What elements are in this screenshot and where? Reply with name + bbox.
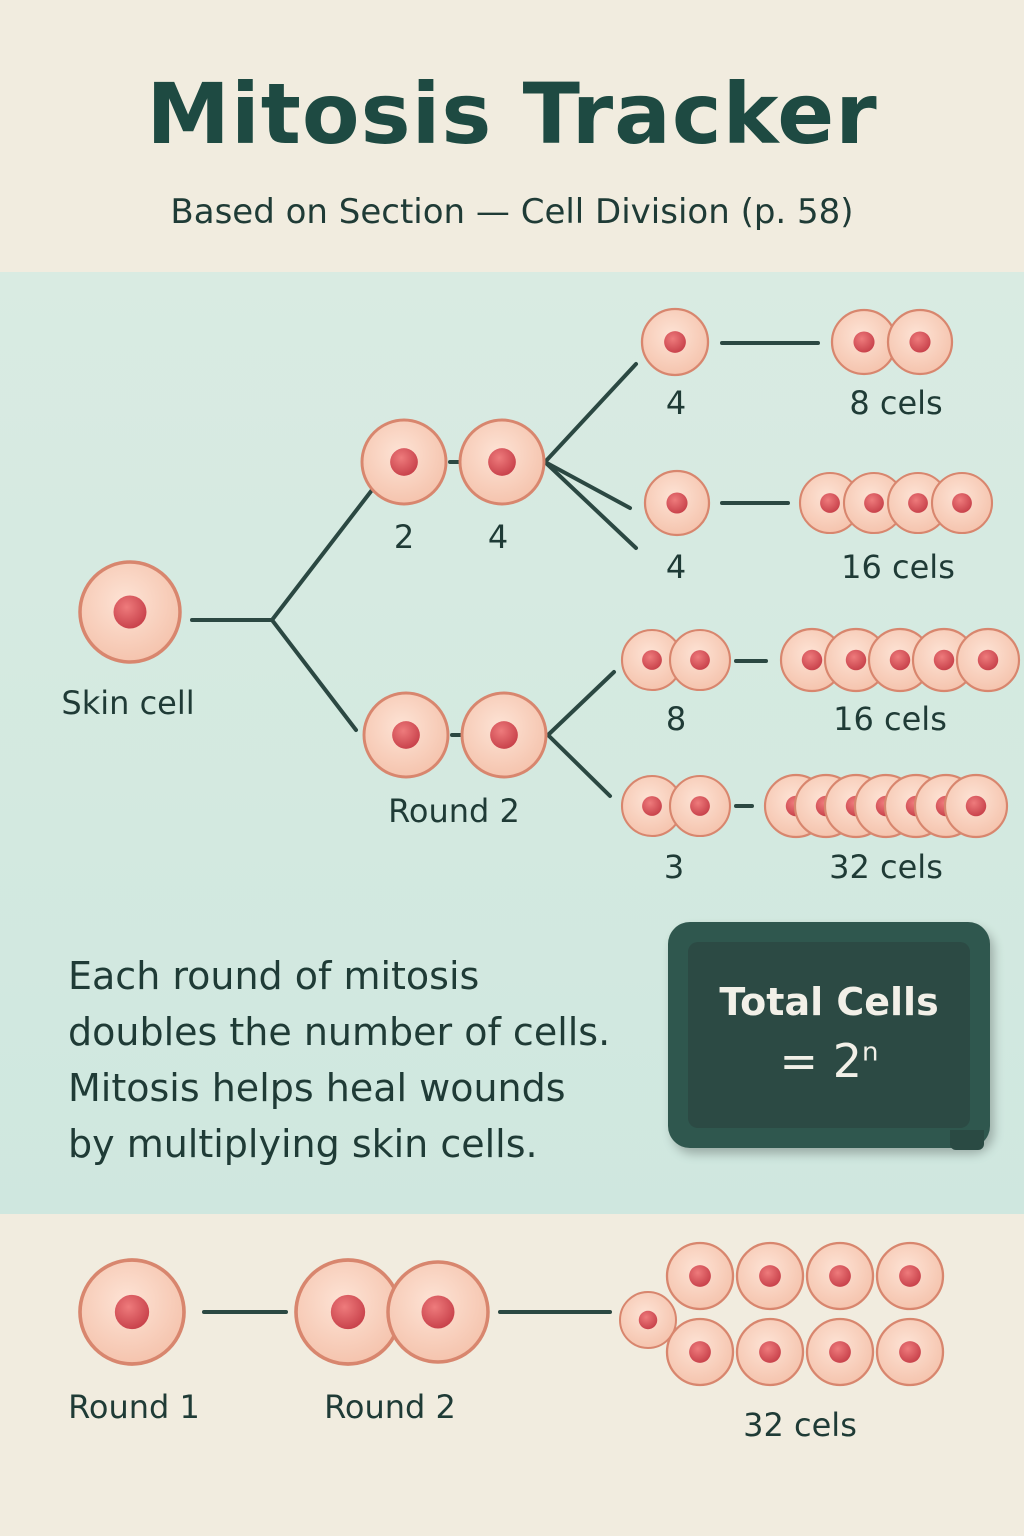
- skin-cell-label: Skin cell: [61, 684, 195, 722]
- nucleus: [666, 492, 688, 514]
- nucleus: [820, 493, 840, 513]
- cell: [779, 627, 845, 693]
- cell: [78, 1258, 186, 1366]
- nucleus: [864, 493, 884, 513]
- cell: [735, 1241, 805, 1311]
- chalkboard-stand: [950, 1130, 984, 1150]
- page-title: Mitosis Tracker: [146, 65, 878, 163]
- nucleus: [392, 721, 420, 749]
- chalkboard-surface: Total Cells = 2n: [688, 942, 970, 1128]
- bottom-round-1-label: Round 1: [68, 1388, 200, 1426]
- cell: [665, 1317, 735, 1387]
- upper-pair-label-right: 4: [487, 518, 509, 556]
- nucleus: [638, 1310, 658, 1330]
- cell: [643, 469, 711, 537]
- branch-4-label: 3: [663, 848, 685, 886]
- nucleus: [759, 1265, 781, 1287]
- cell: [735, 1317, 805, 1387]
- nucleus: [977, 649, 999, 671]
- cell: [460, 691, 548, 779]
- nucleus: [899, 1341, 921, 1363]
- nucleus: [664, 331, 686, 353]
- nucleus: [690, 650, 710, 670]
- connector-lines: [190, 341, 820, 1314]
- formula-base: = 2: [779, 1034, 862, 1088]
- branch-4-result: 32 cels: [829, 848, 943, 886]
- cell: [875, 1317, 945, 1387]
- nucleus: [829, 1341, 851, 1363]
- cell: [294, 1258, 402, 1366]
- cell: [842, 471, 906, 535]
- cell: [798, 471, 862, 535]
- explanation-line: by multiplying skin cells.: [68, 1122, 538, 1166]
- cell: [805, 1317, 875, 1387]
- cell: [386, 1260, 490, 1364]
- nucleus: [952, 493, 972, 513]
- cell: [668, 774, 732, 838]
- nucleus: [965, 795, 987, 817]
- branch-1-result: 8 cels: [849, 384, 943, 422]
- chalkboard-formula: = 2n: [688, 1034, 970, 1088]
- cell: [619, 1291, 677, 1349]
- cell: [875, 1241, 945, 1311]
- nucleus: [889, 649, 911, 671]
- branch-3-label: 8: [665, 700, 687, 738]
- nucleus: [490, 721, 518, 749]
- nucleus: [330, 1294, 366, 1330]
- branch-2-result: 16 cels: [841, 548, 955, 586]
- round-2-tree-label: Round 2: [388, 792, 520, 830]
- cell: [805, 1241, 875, 1311]
- bottom-round-2-label: Round 2: [324, 1388, 456, 1426]
- nucleus: [642, 650, 662, 670]
- nucleus: [689, 1341, 711, 1363]
- cells-layer: [78, 307, 1021, 1387]
- cell: [830, 308, 898, 376]
- nucleus: [113, 595, 147, 629]
- explanation-line: Mitosis helps heal wounds: [68, 1066, 566, 1110]
- cell: [458, 418, 546, 506]
- formula-exponent: n: [861, 1037, 879, 1068]
- cell: [955, 627, 1021, 693]
- cell: [78, 560, 182, 664]
- branch-3-result: 16 cels: [833, 700, 947, 738]
- nucleus: [829, 1265, 851, 1287]
- cell: [886, 471, 950, 535]
- cell: [943, 773, 1009, 839]
- nucleus: [421, 1295, 455, 1329]
- explanation-line: Each round of mitosis: [68, 954, 480, 998]
- bottom-result-label: 32 cels: [743, 1406, 857, 1444]
- cell: [886, 308, 954, 376]
- nucleus: [908, 493, 928, 513]
- nucleus: [853, 331, 875, 353]
- nucleus: [759, 1341, 781, 1363]
- nucleus: [689, 1265, 711, 1287]
- cell: [911, 627, 977, 693]
- chalkboard: Total Cells = 2n: [668, 922, 990, 1148]
- nucleus: [845, 649, 867, 671]
- nucleus: [488, 448, 516, 476]
- cell: [640, 307, 710, 377]
- explanation-text: Each round of mitosis doubles the number…: [68, 948, 668, 1172]
- nucleus: [909, 331, 931, 353]
- nucleus: [801, 649, 823, 671]
- nucleus: [390, 448, 418, 476]
- nucleus: [690, 796, 710, 816]
- nucleus: [899, 1265, 921, 1287]
- cell: [362, 691, 450, 779]
- branch-2-label: 4: [665, 548, 687, 586]
- explanation-line: doubles the number of cells.: [68, 1010, 611, 1054]
- cell: [668, 628, 732, 692]
- cell: [930, 471, 994, 535]
- nucleus: [933, 649, 955, 671]
- nucleus: [114, 1294, 150, 1330]
- cell: [665, 1241, 735, 1311]
- nucleus: [642, 796, 662, 816]
- cell: [360, 418, 448, 506]
- upper-pair-label-left: 2: [393, 518, 415, 556]
- branch-1-label: 4: [665, 384, 687, 422]
- chalkboard-heading: Total Cells: [719, 980, 939, 1024]
- page-subtitle: Based on Section — Cell Division (p. 58): [170, 192, 854, 232]
